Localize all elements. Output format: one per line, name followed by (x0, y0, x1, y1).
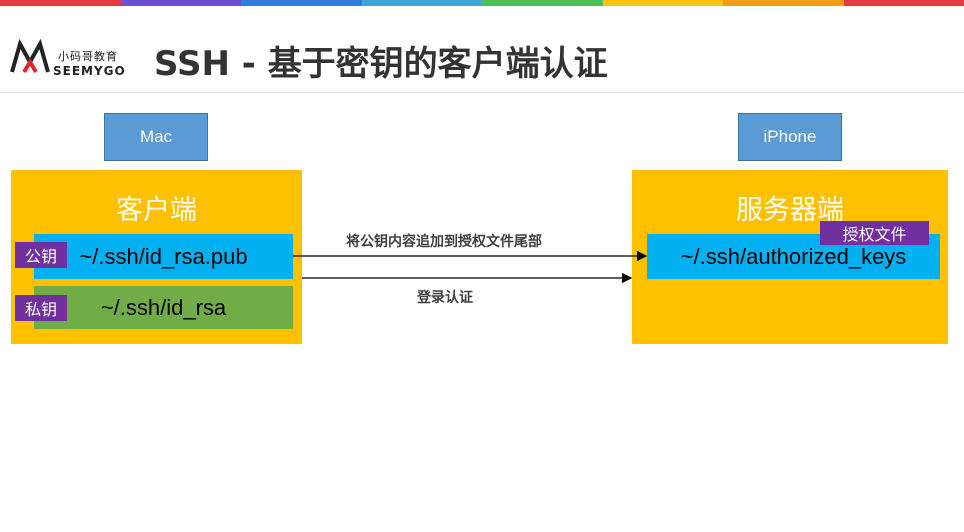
append-arrow-label: 将公钥内容追加到授权文件尾部 (346, 234, 542, 250)
page-title: SSH - 基于密钥的客户端认证 (154, 44, 608, 84)
public-key-path: ~/.ssh/id_rsa.pub (34, 234, 293, 279)
logo-brand-en: SEEMYGO (53, 64, 126, 78)
private-key-path: ~/.ssh/id_rsa (34, 286, 293, 329)
authorized-file-tag: 授权文件 (820, 221, 929, 245)
private-key-tag: 私钥 (15, 295, 67, 321)
stripe-segment (602, 0, 723, 6)
stripe-segment (0, 0, 121, 6)
logo-brand-cn: 小码哥教育 (58, 50, 118, 63)
stripe-segment (241, 0, 362, 6)
header: 小码哥教育 SEEMYGO SSH - 基于密钥的客户端认证 (0, 6, 964, 93)
stripe-segment (482, 0, 603, 6)
stripe-segment (361, 0, 482, 6)
top-color-stripe (0, 0, 964, 6)
client-title: 客户端 (116, 195, 197, 226)
public-key-tag: 公钥 (15, 242, 67, 268)
authorized-keys-path: ~/.ssh/authorized_keys (647, 234, 940, 279)
logo: 小码哥教育 SEEMYGO (10, 38, 140, 80)
stripe-segment (843, 0, 964, 6)
device-iphone: iPhone (738, 113, 842, 161)
stripe-segment (120, 0, 241, 6)
logo-mark-icon (10, 38, 50, 74)
device-mac: Mac (104, 113, 208, 161)
stripe-segment (723, 0, 844, 6)
login-arrow-label: 登录认证 (417, 290, 473, 306)
server-title: 服务器端 (736, 195, 844, 226)
